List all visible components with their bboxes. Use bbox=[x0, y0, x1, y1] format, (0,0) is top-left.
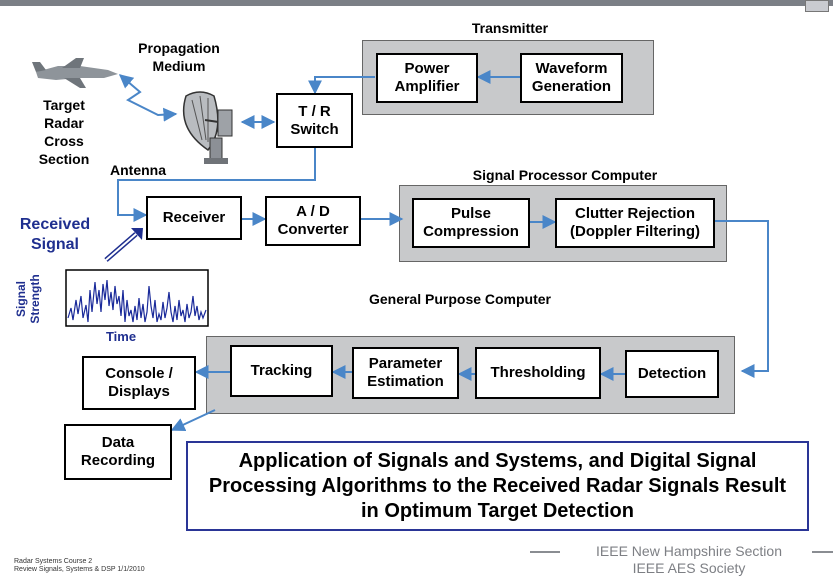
antenna-label: Antenna bbox=[110, 162, 166, 178]
footer-rule-left bbox=[530, 551, 560, 553]
footer-org: IEEE New Hampshire Section IEEE AES Soci… bbox=[566, 543, 812, 577]
power-amplifier-block[interactable]: Power Amplifier bbox=[376, 53, 478, 103]
tr-switch-block[interactable]: T / R Switch bbox=[276, 93, 353, 148]
pulse-compression-block[interactable]: Pulse Compression bbox=[412, 198, 530, 248]
antenna-dish-icon bbox=[182, 91, 233, 164]
receiver-block[interactable]: Receiver bbox=[146, 196, 242, 240]
received-signal-arrow-icon bbox=[104, 228, 143, 262]
received-signal-label: Received Signal bbox=[19, 216, 91, 253]
footer-course-line1: Radar Systems Course 2 bbox=[14, 558, 93, 565]
signal-strength-axis-label: Signal Strength bbox=[14, 274, 42, 324]
console-displays-block[interactable]: Console / Displays bbox=[82, 356, 196, 410]
ad-converter-block[interactable]: A / D Converter bbox=[265, 196, 361, 246]
time-axis-label: Time bbox=[105, 329, 137, 344]
waveform-generation-block[interactable]: Waveform Generation bbox=[520, 53, 623, 103]
general-purpose-title: General Purpose Computer bbox=[368, 291, 552, 307]
footer-rule-right bbox=[812, 551, 833, 553]
slide-top-bar bbox=[0, 0, 833, 6]
footer-course: Radar Systems Course 2 Review Signals, S… bbox=[14, 558, 234, 574]
footer-org-line1: IEEE New Hampshire Section bbox=[596, 543, 782, 559]
parameter-estimation-block[interactable]: Parameter Estimation bbox=[352, 347, 459, 399]
footer-course-line2: Review Signals, Systems & DSP 1/1/2010 bbox=[14, 566, 145, 573]
thresholding-block[interactable]: Thresholding bbox=[475, 347, 601, 399]
summary-banner: Application of Signals and Systems, and … bbox=[186, 441, 809, 531]
target-rcs-label: Target Radar Cross Section bbox=[38, 97, 90, 167]
propagation-medium-label: Propagation Medium bbox=[138, 40, 220, 74]
target-aircraft-icon bbox=[32, 58, 118, 88]
transmitter-title: Transmitter bbox=[471, 20, 549, 36]
clutter-rejection-block[interactable]: Clutter Rejection (Doppler Filtering) bbox=[555, 198, 715, 248]
data-recording-block[interactable]: Data Recording bbox=[64, 424, 172, 480]
signal-strength-plot bbox=[65, 269, 209, 327]
detection-block[interactable]: Detection bbox=[625, 350, 719, 398]
slide-corner-button[interactable] bbox=[805, 0, 829, 12]
footer-org-line2: IEEE AES Society bbox=[632, 560, 746, 576]
signal-processor-title: Signal Processor Computer bbox=[472, 167, 658, 183]
tracking-block[interactable]: Tracking bbox=[230, 345, 333, 397]
